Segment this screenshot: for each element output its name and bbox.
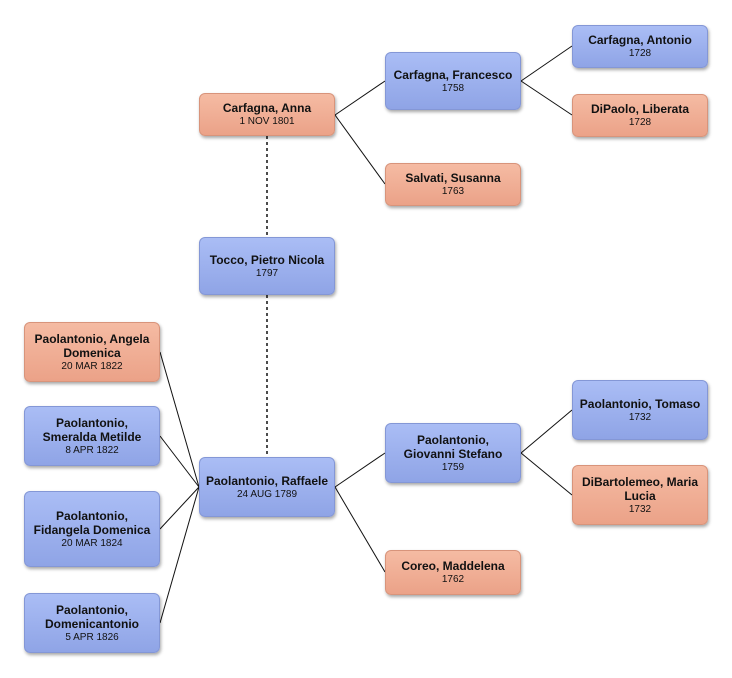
person-name: Paolantonio, Raffaele	[205, 473, 329, 488]
person-card-carfagna-francesco[interactable]: Carfagna, Francesco 1758	[385, 52, 521, 110]
connector-anna-francesco	[334, 80, 386, 116]
connector-francesco-liberata	[520, 80, 573, 116]
person-name: Paolantonio, Fidangela Domenica	[33, 508, 151, 537]
person-name: Carfagna, Antonio	[588, 33, 692, 47]
connector-domenicantonio-raffaele	[159, 486, 200, 624]
connector-raffaele-maddelena	[334, 486, 386, 573]
person-card-paolantonio-raffaele[interactable]: Paolantonio, Raffaele 24 AUG 1789	[199, 457, 335, 517]
person-name: DiPaolo, Liberata	[590, 102, 690, 116]
person-name: Carfagna, Anna	[222, 101, 312, 115]
person-name: Paolantonio, Angela Domenica	[34, 331, 150, 360]
connector-francesco-antonio	[520, 45, 573, 82]
connector-angela-raffaele	[159, 351, 200, 488]
person-card-coreo-maddelena[interactable]: Coreo, Maddelena 1762	[385, 550, 521, 595]
person-date: 20 MAR 1822	[61, 360, 123, 372]
person-date: 1758	[441, 82, 465, 94]
person-name: Tocco, Pietro Nicola	[209, 252, 325, 267]
person-date: 1728	[628, 48, 652, 59]
person-card-paolantonio-domenicantonio[interactable]: Paolantonio, Domenicantonio 5 APR 1826	[24, 593, 160, 653]
person-card-paolantonio-tomaso[interactable]: Paolantonio, Tomaso 1732	[572, 380, 708, 440]
connector-raffaele-giovanni	[334, 452, 386, 488]
connector-anna-susanna	[334, 114, 386, 185]
person-name: Coreo, Maddelena	[401, 559, 505, 573]
person-card-dibartolemeo-maria-lucia[interactable]: DiBartolemeo, Maria Lucia 1732	[572, 465, 708, 525]
person-date: 1763	[441, 186, 465, 197]
person-date: 1732	[628, 411, 652, 423]
person-name: Paolantonio, Smeralda Metilde	[42, 415, 142, 444]
person-card-dipaolo-liberata[interactable]: DiPaolo, Liberata 1728	[572, 94, 708, 137]
connector-smeralda-raffaele	[159, 435, 200, 488]
person-date: 1 NOV 1801	[239, 116, 295, 127]
person-date: 1759	[441, 461, 465, 473]
person-card-carfagna-antonio[interactable]: Carfagna, Antonio 1728	[572, 25, 708, 68]
person-name: Paolantonio, Tomaso	[579, 396, 701, 411]
person-name: Salvati, Susanna	[405, 171, 501, 185]
person-card-paolantonio-fidangela-domenica[interactable]: Paolantonio, Fidangela Domenica 20 MAR 1…	[24, 491, 160, 567]
person-date: 1732	[628, 503, 652, 515]
person-date: 1797	[255, 267, 279, 279]
person-date: 20 MAR 1824	[61, 537, 123, 549]
person-date: 1728	[628, 117, 652, 128]
connector-fidangela-raffaele	[159, 486, 200, 530]
person-card-salvati-susanna[interactable]: Salvati, Susanna 1763	[385, 163, 521, 206]
person-date: 8 APR 1822	[65, 444, 119, 456]
connector-giovanni-tomaso	[520, 409, 573, 454]
person-name: Paolantonio, Giovanni Stefano	[403, 432, 503, 461]
person-card-paolantonio-giovanni-stefano[interactable]: Paolantonio, Giovanni Stefano 1759	[385, 423, 521, 483]
person-card-paolantonio-smeralda-metilde[interactable]: Paolantonio, Smeralda Metilde 8 APR 1822	[24, 406, 160, 466]
person-name: Carfagna, Francesco	[393, 67, 513, 82]
person-card-tocco-pietro-nicola[interactable]: Tocco, Pietro Nicola 1797	[199, 237, 335, 295]
person-card-paolantonio-angela-domenica[interactable]: Paolantonio, Angela Domenica 20 MAR 1822	[24, 322, 160, 382]
person-card-carfagna-anna[interactable]: Carfagna, Anna 1 NOV 1801	[199, 93, 335, 136]
person-date: 5 APR 1826	[65, 631, 119, 643]
person-date: 1762	[441, 574, 465, 585]
person-date: 24 AUG 1789	[236, 488, 298, 500]
person-name: DiBartolemeo, Maria Lucia	[581, 474, 699, 503]
connector-giovanni-marialucia	[520, 452, 573, 496]
person-name: Paolantonio, Domenicantonio	[44, 602, 139, 631]
